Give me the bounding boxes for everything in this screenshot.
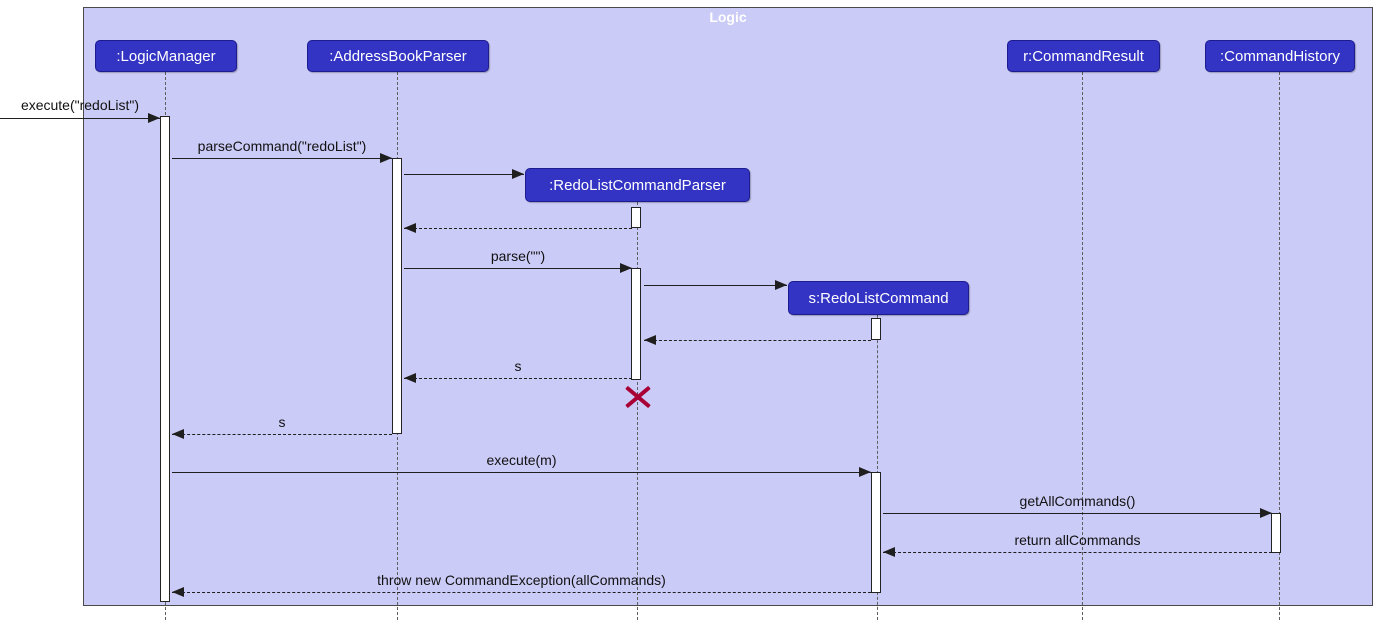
- message-label-s-1: s: [514, 358, 522, 374]
- activation-address-book-parser: [392, 158, 402, 434]
- lifeline-command-result: [1082, 72, 1083, 620]
- arrowhead-icon: [148, 113, 160, 123]
- message-line: [883, 552, 1272, 553]
- arrowhead-icon: [1260, 508, 1272, 518]
- arrowhead-icon: [404, 223, 416, 233]
- participant-redo-list-command: s:RedoListCommand: [788, 281, 969, 315]
- participant-label: :CommandHistory: [1219, 47, 1341, 65]
- participant-label: :RedoListCommandParser: [549, 176, 726, 194]
- participant-address-book-parser: :AddressBookParser: [307, 40, 489, 72]
- participant-label: :LogicManager: [116, 47, 216, 65]
- activation-redo-list-command-parser-2: [631, 268, 641, 380]
- message-line: [172, 434, 392, 435]
- message-label-getallcommands: getAllCommands(): [1019, 493, 1136, 509]
- arrowhead-icon: [380, 153, 392, 163]
- arrowhead-icon: [172, 429, 184, 439]
- message-line-return: [644, 340, 871, 341]
- message-line-create-command: [644, 285, 787, 286]
- frame-logic: [83, 7, 1373, 606]
- participant-command-history: :CommandHistory: [1205, 40, 1355, 72]
- activation-command-history: [1271, 513, 1281, 553]
- lifeline-command-history: [1279, 72, 1280, 620]
- message-line-return: [404, 228, 632, 229]
- message-line: [172, 158, 392, 159]
- message-line-create-parser: [404, 174, 524, 175]
- destroy-icon: [622, 383, 654, 411]
- arrowhead-icon: [859, 467, 871, 477]
- lifeline-redo-list-command-parser: [637, 202, 638, 620]
- activation-logic-manager: [160, 116, 170, 602]
- message-line: [883, 513, 1272, 514]
- message-line: [172, 592, 871, 593]
- message-line: [404, 378, 632, 379]
- message-label-execute-m: execute(m): [486, 452, 557, 468]
- arrowhead-icon: [172, 587, 184, 597]
- activation-redo-list-command-2: [871, 472, 881, 593]
- message-line: [0, 118, 160, 119]
- message-label-parse: parse(""): [490, 248, 546, 264]
- arrowhead-icon: [512, 169, 524, 179]
- arrowhead-icon: [620, 263, 632, 273]
- message-label-parsecommand: parseCommand("redoList"): [197, 138, 367, 154]
- participant-command-result: r:CommandResult: [1007, 40, 1160, 72]
- participant-label: :AddressBookParser: [329, 47, 467, 65]
- lifeline-redo-list-command: [877, 315, 878, 620]
- arrowhead-icon: [775, 280, 787, 290]
- message-label-throw-commandexception: throw new CommandException(allCommands): [377, 572, 666, 588]
- participant-label: r:CommandResult: [1023, 47, 1144, 65]
- message-line: [172, 472, 871, 473]
- message-label-s-2: s: [278, 414, 286, 430]
- frame-title: Logic: [709, 9, 747, 25]
- participant-label: s:RedoListCommand: [808, 289, 949, 307]
- message-line: [404, 268, 632, 269]
- participant-logic-manager: :LogicManager: [95, 40, 237, 72]
- arrowhead-icon: [883, 547, 895, 557]
- message-label-execute-redolist: execute("redoList"): [20, 97, 140, 113]
- activation-redo-list-command-1: [871, 318, 881, 340]
- arrowhead-icon: [404, 373, 416, 383]
- participant-redo-list-command-parser: :RedoListCommandParser: [525, 168, 750, 202]
- activation-redo-list-command-parser-1: [631, 207, 641, 228]
- message-label-return-allcommands: return allCommands: [1014, 532, 1141, 548]
- arrowhead-icon: [644, 335, 656, 345]
